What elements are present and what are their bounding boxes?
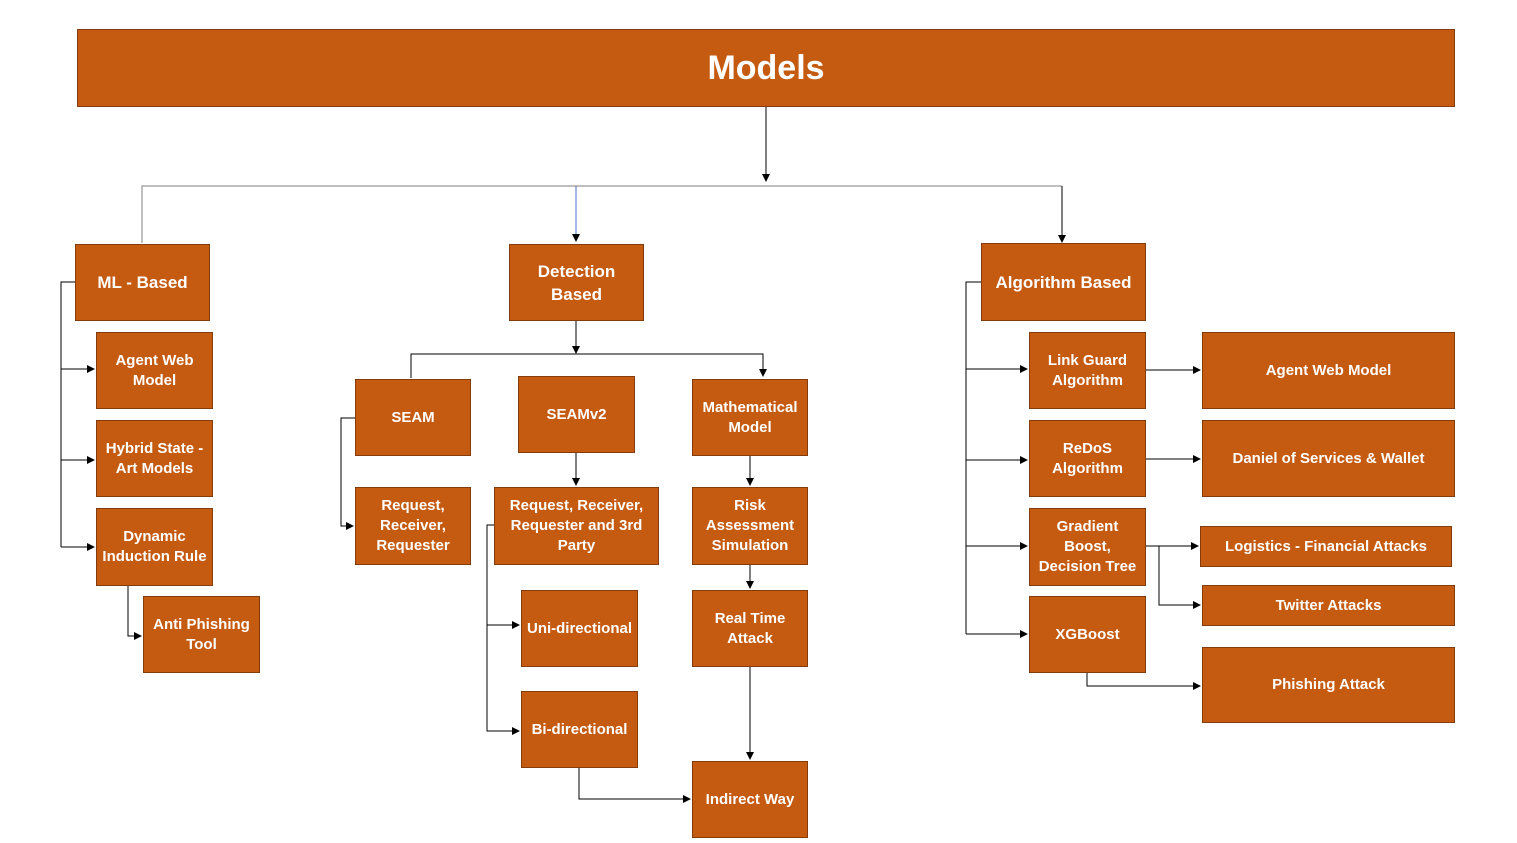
category-ml-based: ML - Based bbox=[75, 244, 210, 321]
node-seamv2: SEAMv2 bbox=[518, 376, 635, 453]
node-daniel-of-services-wallet: Daniel of Services & Wallet bbox=[1202, 420, 1455, 497]
category-detection-based: Detection Based bbox=[509, 244, 644, 321]
node-anti-phishing-tool: Anti Phishing Tool bbox=[143, 596, 260, 673]
node-dynamic-induction-rule: Dynamic Induction Rule bbox=[96, 508, 213, 586]
node-real-time-attack: Real Time Attack bbox=[692, 590, 808, 667]
node-logistics-financial-attacks: Logistics - Financial Attacks bbox=[1200, 526, 1452, 567]
node-redos-algorithm: ReDoS Algorithm bbox=[1029, 420, 1146, 497]
node-phishing-attack: Phishing Attack bbox=[1202, 647, 1455, 723]
node-gradient-boost-decision-tree: Gradient Boost, Decision Tree bbox=[1029, 508, 1146, 586]
node-request-receiver-requester-3rd-party: Request, Receiver, Requester and 3rd Par… bbox=[494, 487, 659, 565]
node-link-guard-algorithm: Link Guard Algorithm bbox=[1029, 332, 1146, 409]
node-agent-web-model-algorithm: Agent Web Model bbox=[1202, 332, 1455, 409]
node-hybrid-state-art-models: Hybrid State - Art Models bbox=[96, 420, 213, 497]
node-risk-assessment-simulation: Risk Assessment Simulation bbox=[692, 487, 808, 565]
node-xgboost: XGBoost bbox=[1029, 596, 1146, 673]
node-uni-directional: Uni-directional bbox=[521, 590, 638, 667]
node-agent-web-model: Agent Web Model bbox=[96, 332, 213, 409]
node-indirect-way: Indirect Way bbox=[692, 761, 808, 838]
node-bi-directional: Bi-directional bbox=[521, 691, 638, 768]
node-mathematical-model: Mathematical Model bbox=[692, 379, 808, 456]
node-request-receiver-requester: Request, Receiver, Requester bbox=[355, 487, 471, 565]
node-seam: SEAM bbox=[355, 379, 471, 456]
node-twitter-attacks: Twitter Attacks bbox=[1202, 585, 1455, 626]
category-algorithm-based: Algorithm Based bbox=[981, 243, 1146, 321]
title-box: Models bbox=[77, 29, 1455, 107]
